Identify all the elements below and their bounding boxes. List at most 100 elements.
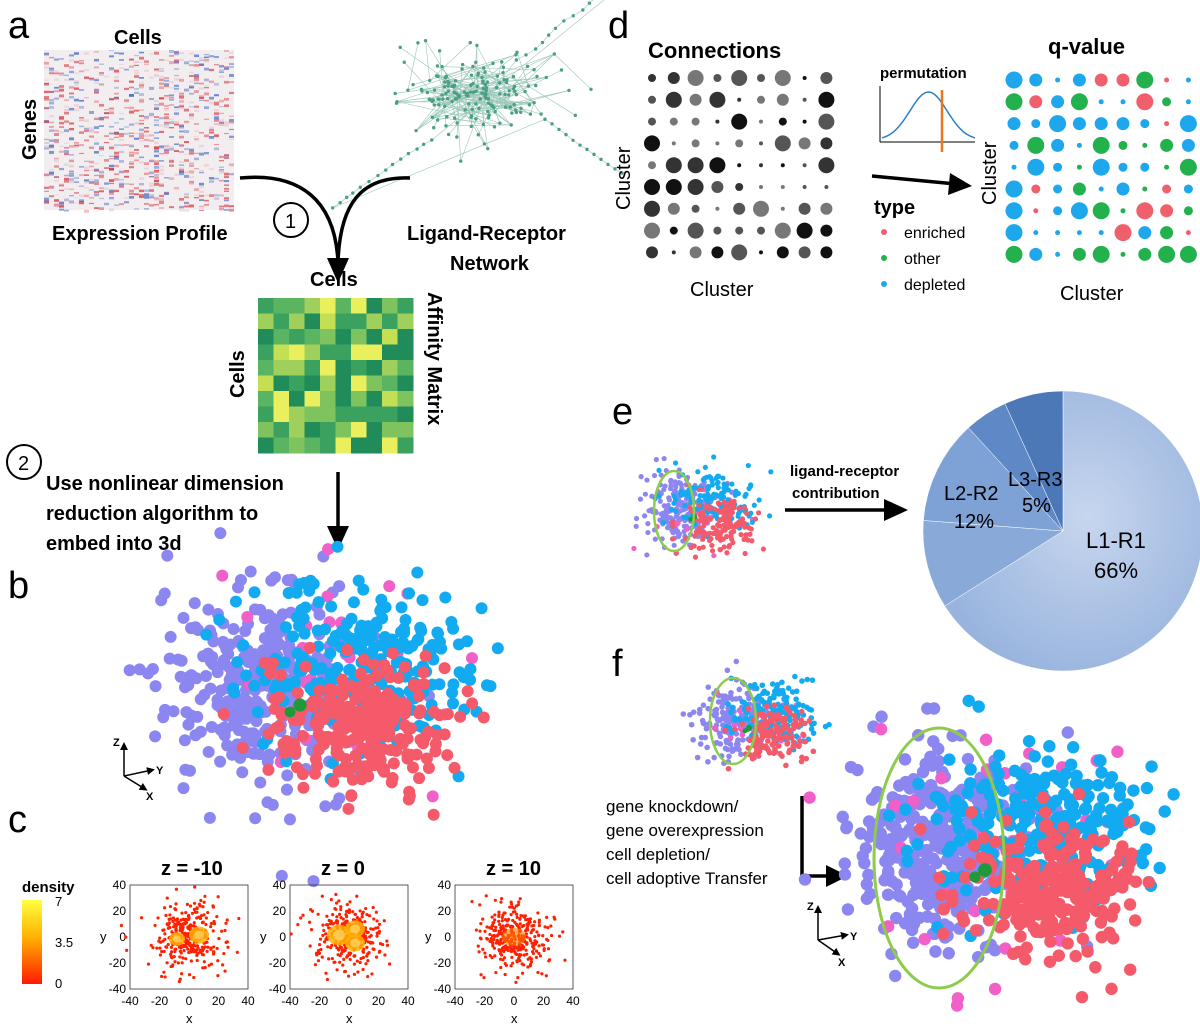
cell-point	[668, 477, 674, 483]
cell-point	[286, 630, 299, 643]
heatmap-cell	[219, 209, 224, 212]
cell-point	[387, 712, 400, 725]
network-edge	[460, 95, 486, 162]
density-point	[470, 899, 474, 904]
heatmap-cell	[194, 130, 199, 132]
heatmap-cell	[114, 151, 119, 155]
heatmap-cell	[204, 78, 209, 82]
heatmap-cell	[44, 61, 49, 65]
heatmap-cell	[154, 51, 159, 55]
heatmap-cell	[204, 194, 209, 197]
network-node	[445, 97, 450, 101]
cell-point	[280, 734, 293, 747]
affinity-cell	[397, 298, 414, 314]
heatmap-cell	[139, 183, 144, 187]
cell-point	[694, 754, 701, 761]
heatmap-cell	[219, 171, 224, 174]
heatmap-cell	[69, 95, 74, 99]
network-edge	[488, 53, 555, 118]
density-point	[365, 945, 369, 949]
heatmap-cell	[204, 54, 209, 56]
network-node	[455, 121, 459, 125]
heatmap-cell	[109, 147, 114, 150]
heatmap-cell	[74, 104, 79, 107]
heatmap-cell	[69, 170, 74, 172]
qvalue-dot	[1076, 230, 1082, 236]
cell-point	[739, 721, 746, 727]
heatmap-cell	[69, 86, 74, 89]
heatmap-cell	[64, 74, 69, 77]
heatmap-cell	[144, 172, 149, 176]
cell-point	[333, 792, 346, 805]
cell-point	[739, 698, 746, 705]
heatmap-cell	[44, 200, 49, 203]
cell-point	[254, 776, 267, 789]
heatmap-cell	[94, 191, 99, 194]
cell-point	[417, 666, 430, 679]
network-node	[581, 8, 585, 12]
connection-dot	[737, 97, 742, 102]
cell-point	[793, 723, 800, 729]
density-point	[223, 969, 227, 973]
heatmap-cell	[114, 132, 119, 135]
heatmap-cell	[94, 126, 99, 130]
heatmap-cell	[194, 76, 199, 79]
cell-point	[330, 731, 343, 744]
heatmap-cell	[134, 75, 139, 78]
density-point	[175, 923, 179, 927]
cell-point	[644, 477, 650, 483]
heatmap-cell	[134, 72, 139, 75]
heatmap-cell	[109, 50, 114, 52]
cell-point	[715, 473, 721, 479]
heatmap-cell	[59, 72, 64, 75]
cell-point	[392, 671, 405, 684]
heatmap-cell	[94, 79, 99, 82]
cell-point	[244, 565, 257, 578]
density-ytick: 20	[438, 904, 452, 918]
heatmap-cell	[164, 177, 169, 179]
network-node	[440, 64, 444, 69]
heatmap-cell	[44, 90, 49, 94]
cell-point	[705, 758, 711, 765]
heatmap-cell	[94, 66, 99, 69]
heatmap-cell	[144, 127, 149, 129]
heatmap-cell	[219, 207, 224, 211]
qvalue-dot	[1179, 245, 1197, 263]
heatmap-cell	[144, 63, 149, 65]
heatmap-cell	[214, 197, 219, 199]
cell-point	[701, 475, 708, 481]
network-node	[437, 103, 441, 107]
cell-point	[290, 761, 303, 774]
density-point	[369, 940, 373, 944]
density-point	[481, 917, 485, 921]
heatmap-cell	[49, 139, 54, 142]
heatmap-cell	[209, 180, 214, 183]
density-point	[324, 971, 328, 975]
density-point	[211, 929, 215, 933]
heatmap-cell	[209, 194, 214, 198]
network-edge	[563, 15, 574, 22]
heatmap-cell	[89, 181, 94, 183]
density-point	[534, 949, 539, 953]
heatmap-cell	[214, 94, 219, 97]
density-point	[512, 946, 516, 950]
heatmap-cell	[219, 155, 224, 158]
density-point	[178, 977, 182, 981]
density-point	[493, 934, 497, 938]
heatmap-cell	[194, 194, 199, 197]
cell-point	[656, 467, 662, 473]
cell-point	[644, 552, 650, 558]
perturbation-line2: gene overexpression	[606, 821, 764, 840]
cell-point	[785, 685, 792, 691]
affinity-cell	[289, 437, 305, 454]
heatmap-cell	[49, 171, 54, 175]
heatmap-cell	[139, 183, 144, 185]
cell-point	[637, 496, 644, 502]
cell-point	[744, 510, 750, 517]
heatmap-cell	[49, 144, 54, 148]
density-point	[189, 959, 193, 963]
density-point	[499, 938, 503, 942]
heatmap-cell	[79, 64, 84, 66]
network-node	[578, 143, 582, 147]
network-edge	[471, 53, 555, 117]
